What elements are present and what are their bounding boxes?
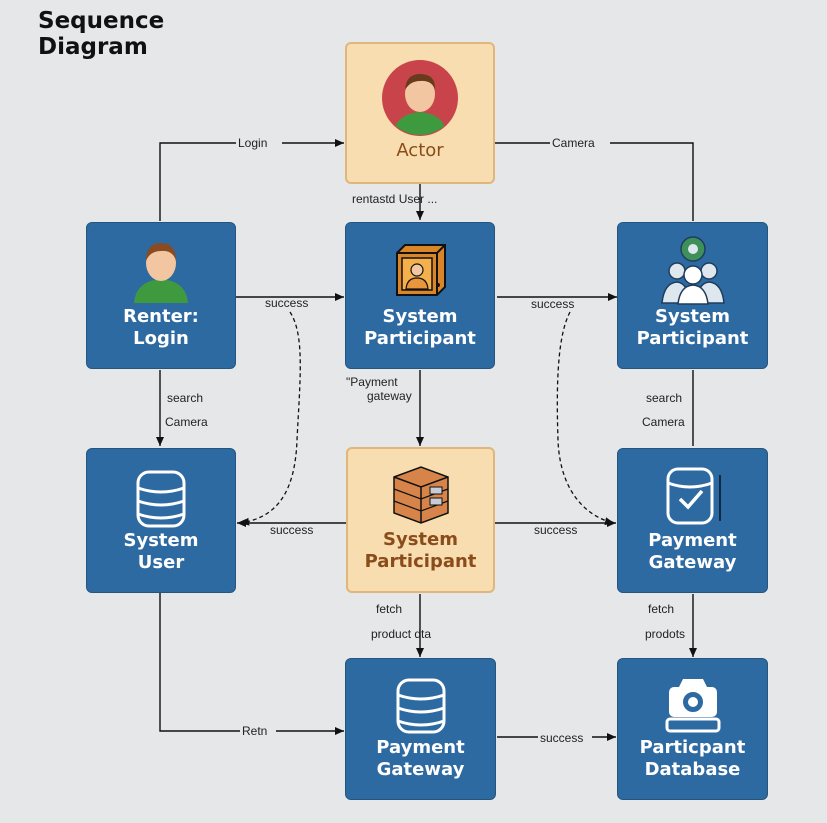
node-system-user: System User [86,448,236,593]
label-payment-1: "Payment [346,375,398,389]
database-icon [136,470,186,528]
node-renter-login: Renter: Login [86,222,236,369]
node-actor: Actor [345,42,495,184]
label-success-5: success [540,731,583,745]
edge-dashed-right [556,311,615,526]
label-login: Login [238,136,267,150]
label-search-2: search [646,391,682,405]
edge-dashed-left [239,311,301,526]
title-line-1: Sequence [38,8,165,34]
node-system-participant-right: System Participant [617,222,768,369]
label-product-data: product dta [371,627,431,641]
node-system-participant-mid-label: System Participant [364,529,477,572]
label-products: prodots [645,627,685,641]
label-search-1: search [167,391,203,405]
node-system-participant-right-label: System Participant [636,306,749,349]
edge-camera [495,142,694,221]
box-icon [396,244,446,296]
person-icon [382,60,458,136]
label-camera: Camera [552,136,595,150]
node-system-participant-center: System Participant [345,222,495,369]
title-line-2: Diagram [38,34,148,60]
label-success-4: success [534,523,577,537]
node-actor-label: Actor [396,140,444,161]
group-icon [660,236,725,305]
label-success-2: success [531,297,574,311]
label-payment-2: gateway [367,389,412,403]
edge-return [159,593,344,735]
node-payment-gateway-right-label: Payment Gateway [648,530,737,573]
label-fetch-2: fetch [648,602,674,616]
label-camera-1: Camera [165,415,208,429]
label-success-1: success [265,296,308,310]
person-icon [134,243,188,303]
node-system-participant-center-label: System Participant [364,306,476,349]
label-rentastd-user: rentastd User ... [352,192,437,206]
label-camera-2: Camera [642,415,685,429]
node-payment-gateway-bottom: Payment Gateway [345,658,496,800]
label-fetch-1: fetch [376,602,402,616]
node-system-participant-mid: System Participant [346,447,495,593]
edge-login [159,139,344,221]
node-payment-gateway-right: Payment Gateway [617,448,768,593]
label-success-3: success [270,523,313,537]
node-system-user-label: System User [123,530,199,573]
node-participant-database: Particpant Database [617,658,768,800]
database-icon [396,678,445,734]
node-payment-gateway-bottom-label: Payment Gateway [376,737,465,780]
node-renter-label: Renter: Login [123,306,199,349]
storage-icon [392,466,449,524]
node-participant-database-label: Particpant Database [639,737,746,780]
camera-icon [665,679,720,733]
checklist-database-icon [666,467,721,525]
page-title: Sequence Diagram [38,8,164,60]
label-return: Retn [242,724,267,738]
